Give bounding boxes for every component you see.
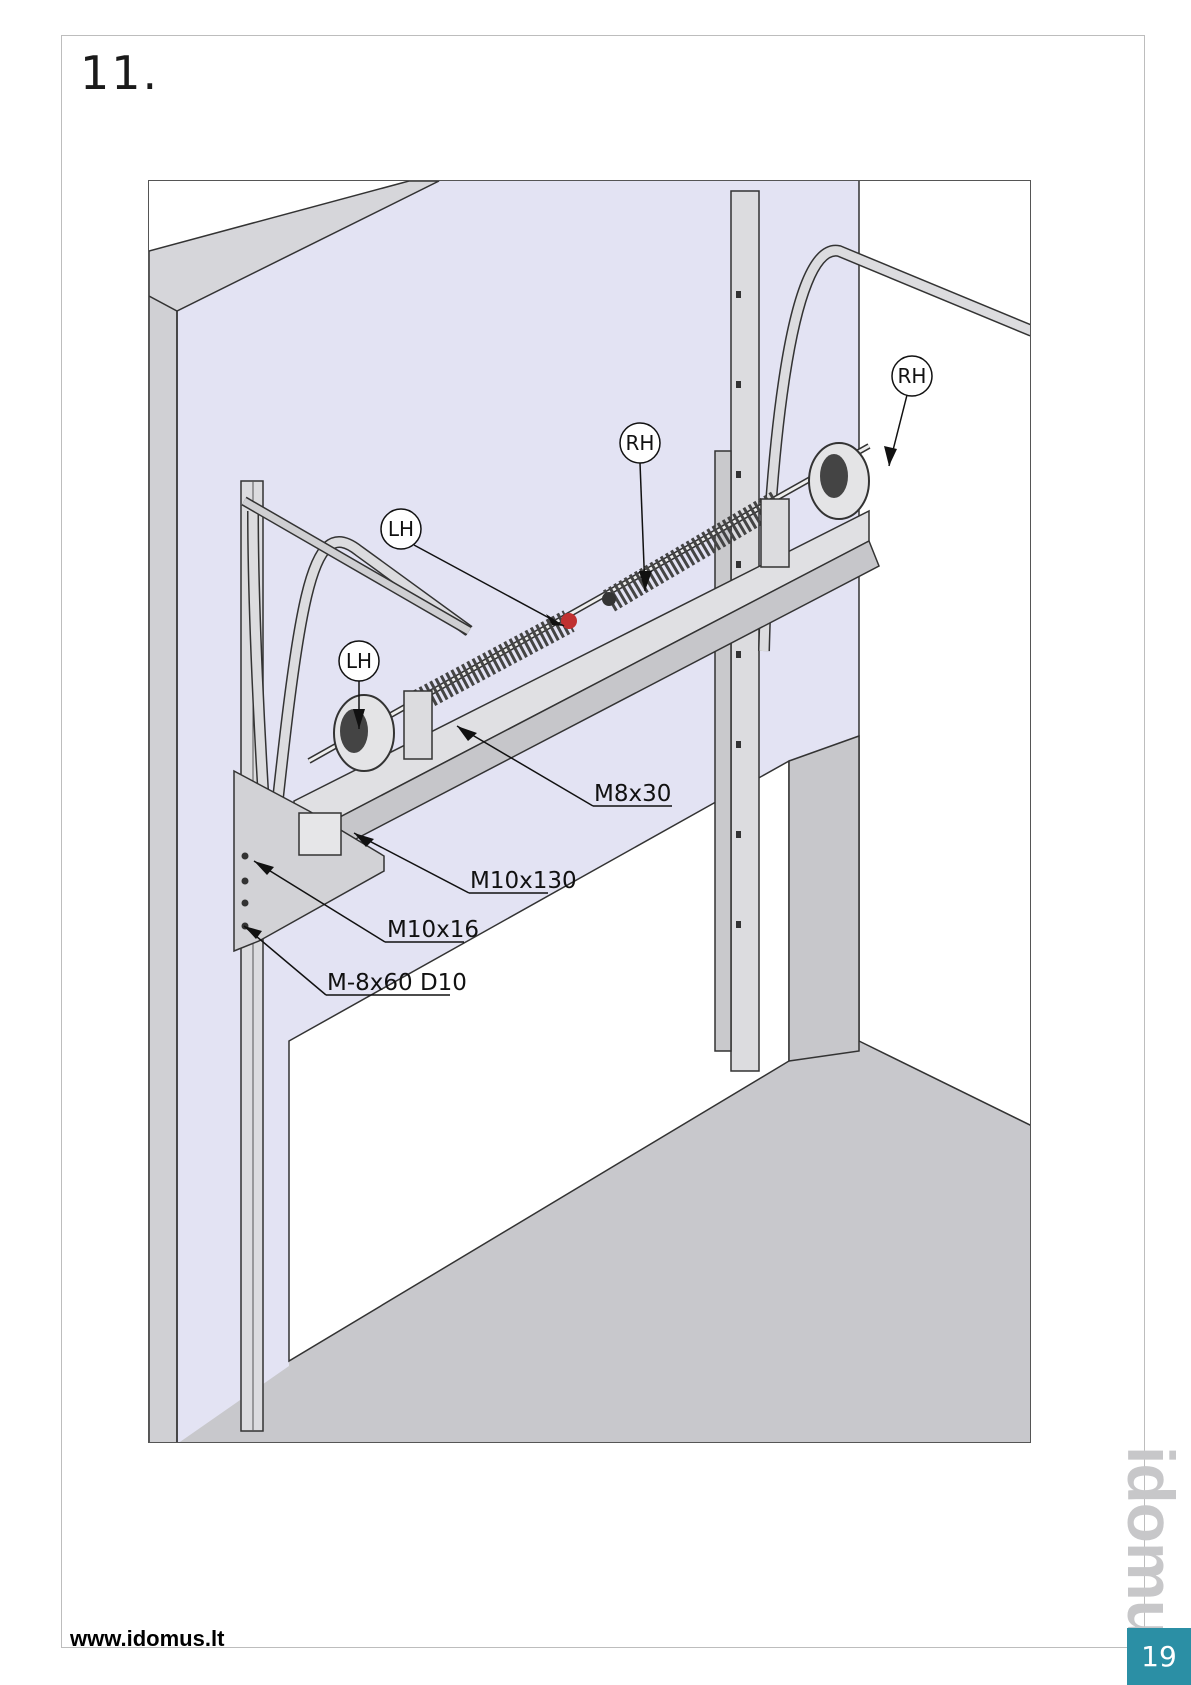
rh-label-right: RH: [898, 364, 927, 388]
assembly-drawing: RH RH LH LH M8x30 M10x130 M10x16 M-8x60 …: [148, 180, 1031, 1443]
right-bearing-plate: [761, 499, 789, 567]
lh-label-center: LH: [388, 517, 414, 541]
step-number: 11.: [80, 46, 159, 100]
page-number: 19: [1127, 1628, 1191, 1685]
rh-label-center: RH: [626, 431, 655, 455]
part-label-m10x16: M10x16: [387, 917, 479, 943]
part-label-m8x30: M8x30: [594, 781, 671, 807]
left-bearing-plate: [404, 691, 432, 759]
assembly-illustration: RH RH LH LH M8x30 M10x130 M10x16 M-8x60 …: [149, 181, 1031, 1443]
part-label-m8x60: M-8x60 D10: [327, 970, 467, 996]
website-url[interactable]: www.idomus.lt: [70, 1626, 224, 1652]
lh-label-left: LH: [346, 649, 372, 673]
left-jamb: [149, 281, 177, 1443]
part-label-m10x130: M10x130: [470, 868, 577, 894]
